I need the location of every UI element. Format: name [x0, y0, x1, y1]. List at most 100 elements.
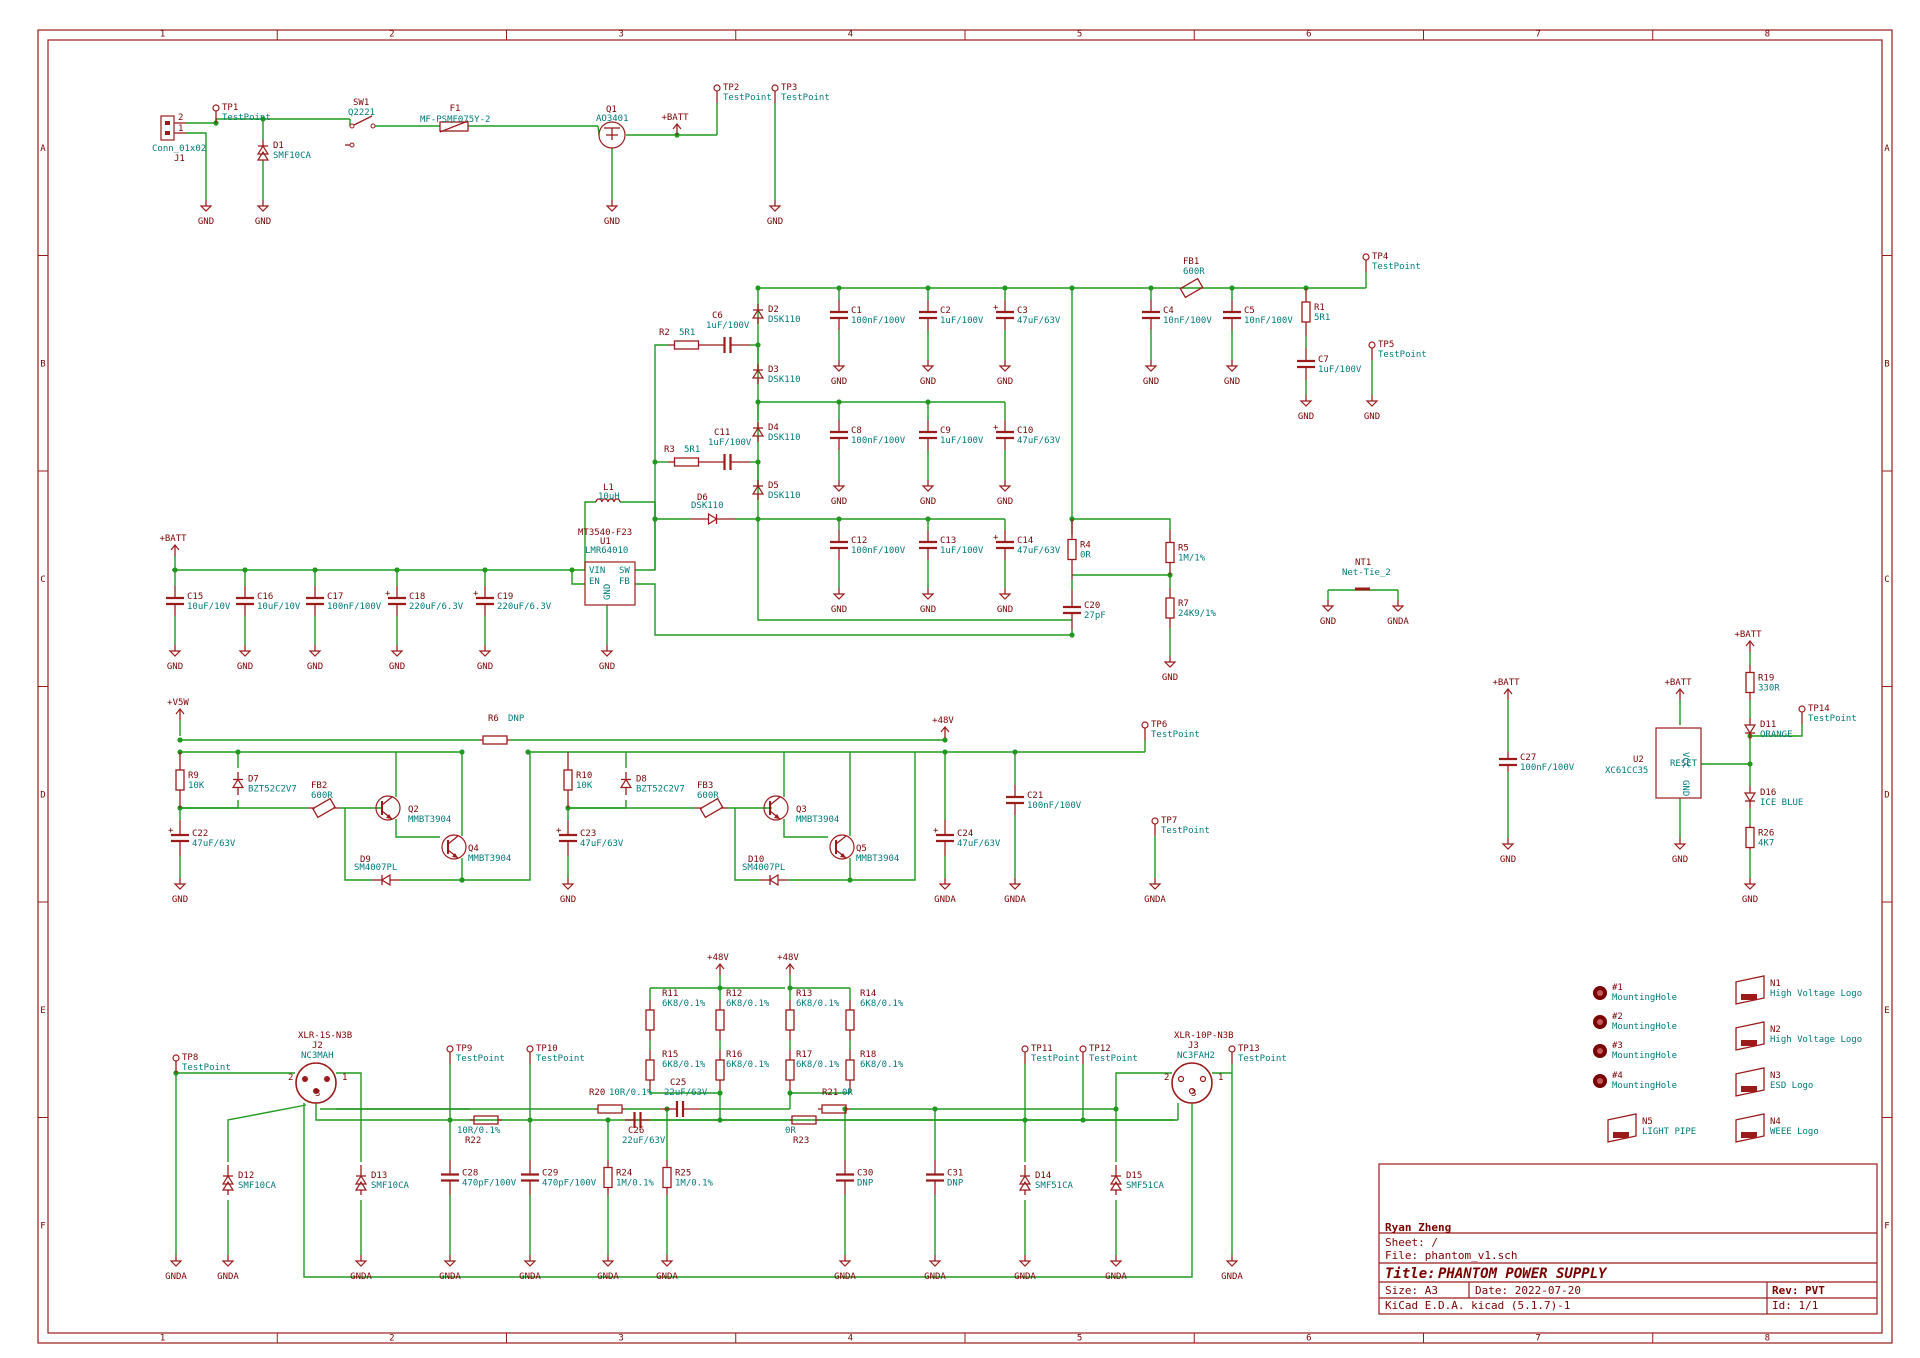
column-marker: 1 — [160, 30, 165, 40]
n2-ref: N2 — [1770, 1025, 1781, 1035]
gnda-label: GNDA — [597, 1272, 619, 1282]
gnda-symbol: GNDA — [217, 1255, 239, 1282]
r10-value: 10K — [576, 781, 593, 791]
n4-ref: N4 — [1770, 1117, 1781, 1127]
gnda-symbol: GNDA — [934, 878, 956, 905]
gnd-symbol: GND — [920, 588, 936, 615]
l1-ref: L1 — [603, 483, 614, 493]
row-marker: B — [40, 359, 45, 369]
c23-value: 47uF/63V — [580, 839, 624, 849]
pin-number: 1 — [178, 124, 183, 134]
n3-ref: N3 — [1770, 1071, 1781, 1081]
c28-ref: C28 — [462, 1169, 478, 1179]
gnd-symbol: GND — [1672, 838, 1688, 865]
r11-ref: R11 — [662, 989, 678, 999]
tp13-ref: TP13 — [1238, 1044, 1260, 1054]
gnd-symbol: GND — [997, 480, 1013, 507]
r3-ref: R3 — [664, 445, 675, 455]
d1-ref: D1 — [273, 141, 284, 151]
c24-value: 47uF/63V — [957, 839, 1001, 849]
d8-ref: D8 — [636, 775, 647, 785]
column-marker: 6 — [1306, 30, 1311, 40]
polarity-mark: + — [168, 826, 174, 836]
gnda-symbol: GNDA — [519, 1255, 541, 1282]
tp8-ref: TP8 — [182, 1053, 198, 1063]
polarity-mark: + — [933, 826, 939, 836]
column-marker: 4 — [848, 1334, 853, 1344]
gnd-label: GND — [604, 217, 620, 227]
gnd-label: GND — [831, 497, 847, 507]
r1-ref: R1 — [1314, 303, 1325, 313]
gnd-label: GND — [307, 662, 323, 672]
tb-file: File: phantom_v1.sch — [1385, 1249, 1517, 1262]
d12-ref: D12 — [238, 1171, 254, 1181]
power-flag-v48: +48V — [777, 953, 799, 975]
pin-number: 1 — [342, 1073, 347, 1083]
d7-ref: D7 — [248, 775, 259, 785]
c13-value: 1uF/100V — [940, 546, 984, 556]
j1-ref: J1 — [174, 154, 185, 164]
power-flag-v48: +48V — [707, 953, 729, 975]
u1-ref: U1 — [600, 537, 611, 547]
q5-value: MMBT3904 — [856, 854, 899, 864]
f1-ref: F1 — [450, 104, 461, 114]
tb-rev-label: Rev: — [1772, 1284, 1799, 1297]
gnda-label: GNDA — [1221, 1272, 1243, 1282]
r15-value: 6K8/0.1% — [662, 1060, 706, 1070]
r22: 10R/0.1%R22 — [457, 1115, 502, 1146]
c16-ref: C16 — [257, 592, 273, 602]
gnd-symbol: GND — [604, 200, 620, 227]
r12-ref: R12 — [726, 989, 742, 999]
r7-value: 24K9/1% — [1178, 609, 1217, 619]
tp4-ref: TP4 — [1372, 252, 1388, 262]
c11-value: 1uF/100V — [708, 438, 752, 448]
gnda-label: GNDA — [834, 1272, 856, 1282]
gnda-label: GNDA — [934, 895, 956, 905]
q3-value: MMBT3904 — [796, 815, 839, 825]
h4-ref: #4 — [1612, 1071, 1623, 1081]
nt1-value: Net-Tie_2 — [1342, 568, 1391, 578]
c5-value: 10nF/100V — [1244, 316, 1293, 326]
wires — [172, 103, 1803, 1278]
c31-ref: C31 — [947, 1169, 963, 1179]
c3-value: 47uF/63V — [1017, 316, 1061, 326]
j3-value: NC3FAH2 — [1177, 1051, 1215, 1061]
row-marker: E — [40, 1006, 45, 1016]
q4-ref: Q4 — [468, 844, 479, 854]
gnda-label: GNDA — [656, 1272, 678, 1282]
r7-ref: R7 — [1178, 599, 1189, 609]
gnd-symbol: GND — [920, 360, 936, 387]
row-marker: C — [1884, 575, 1889, 585]
l1-value: 10uH — [598, 492, 620, 502]
gnd-symbol: GND — [237, 645, 253, 672]
c25-ref: C25 — [670, 1078, 686, 1088]
r16-ref: R16 — [726, 1050, 742, 1060]
h3-value: MountingHole — [1612, 1051, 1677, 1061]
c12-value: 100nF/100V — [851, 546, 906, 556]
u2-pin: RESET — [1670, 759, 1698, 769]
r21-value: 0R — [842, 1088, 853, 1098]
power-label-batt: +BATT — [159, 534, 187, 544]
pin-number: 3 — [1191, 1089, 1196, 1099]
polarity-mark: + — [993, 303, 999, 313]
d4-ref: D4 — [768, 423, 779, 433]
gnd-symbol: GND — [997, 360, 1013, 387]
tp2-ref: TP2 — [723, 83, 739, 93]
gnda-label: GNDA — [1387, 617, 1409, 627]
c11-ref: C11 — [714, 428, 730, 438]
c9-ref: C9 — [940, 426, 951, 436]
column-marker: 5 — [1077, 30, 1082, 40]
